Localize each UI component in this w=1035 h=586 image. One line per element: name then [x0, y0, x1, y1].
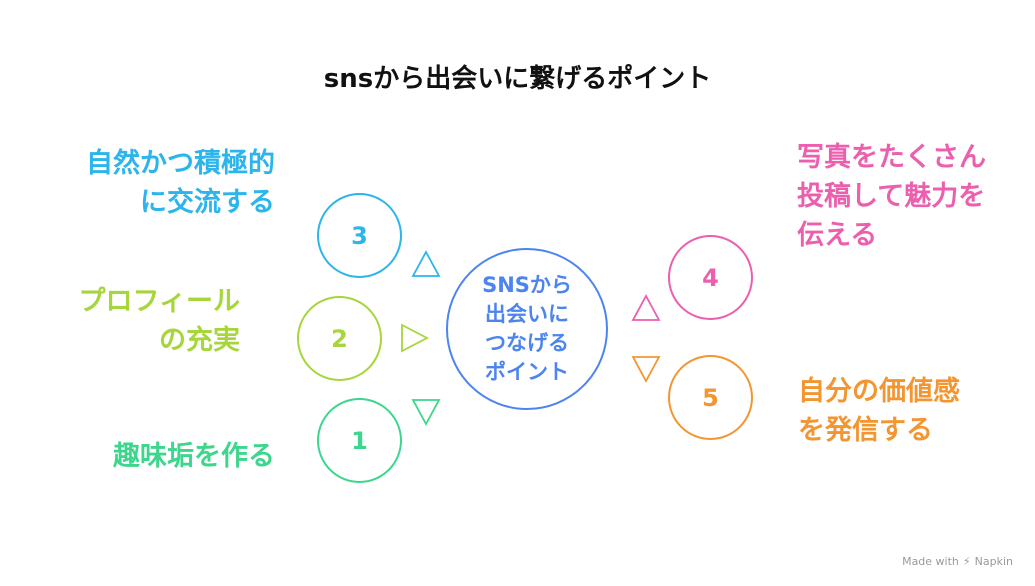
center-line: SNSから	[482, 273, 572, 297]
page-title: snsから出会いに繋げるポイント	[323, 64, 712, 94]
label-line: 伝える	[797, 220, 878, 251]
center-line: つなげる	[485, 331, 569, 355]
triangle-up-point-4	[631, 294, 661, 321]
triangle-down-point-5	[631, 356, 661, 383]
footer-text: Made with	[902, 555, 959, 568]
point-number: 2	[331, 324, 348, 353]
label-point-5: 自分の価値感 を発信する	[798, 372, 960, 450]
point-number: 3	[351, 221, 368, 250]
triangle-shape	[411, 250, 441, 277]
point-circle-5: 5	[668, 355, 753, 440]
triangle-shape	[401, 323, 429, 353]
triangle-right-point-2	[401, 323, 429, 353]
label-line: 写真をたくさん	[797, 142, 986, 173]
triangle-shape	[411, 399, 441, 426]
label-point-3: 自然かつ積極的 に交流する	[86, 144, 275, 222]
point-circle-2: 2	[297, 296, 382, 381]
label-line: 自然かつ積極的	[86, 148, 275, 179]
label-line: プロフィール	[78, 286, 240, 317]
point-number: 5	[702, 383, 719, 412]
point-circle-1: 1	[317, 398, 402, 483]
triangle-shape	[631, 294, 661, 321]
footer-brand: Napkin	[974, 555, 1013, 568]
point-circle-3: 3	[317, 193, 402, 278]
label-line: 趣味垢を作る	[113, 441, 275, 472]
center-line: ポイント	[485, 360, 569, 384]
label-line: を発信する	[798, 415, 933, 446]
point-number: 4	[702, 263, 719, 292]
point-number: 1	[351, 426, 368, 455]
label-line: に交流する	[140, 187, 275, 218]
label-line: 自分の価値感	[798, 376, 960, 407]
label-line: の充実	[159, 325, 240, 356]
triangle-shape	[631, 356, 661, 383]
napkin-logo-icon: ⚡	[962, 555, 971, 568]
label-point-1: 趣味垢を作る	[113, 437, 275, 476]
point-circle-4: 4	[668, 235, 753, 320]
label-point-2: プロフィール の充実	[79, 282, 240, 360]
center-circle: SNSから 出会いに つなげる ポイント	[446, 248, 608, 410]
center-line: 出会いに	[485, 302, 569, 326]
label-point-4: 写真をたくさん 投稿して魅力を 伝える	[797, 138, 986, 255]
triangle-up-point-3	[411, 250, 441, 277]
label-line: 投稿して魅力を	[797, 181, 986, 212]
footer-credit: Made with ⚡ Napkin	[902, 555, 1013, 568]
triangle-down-point-1	[411, 399, 441, 426]
